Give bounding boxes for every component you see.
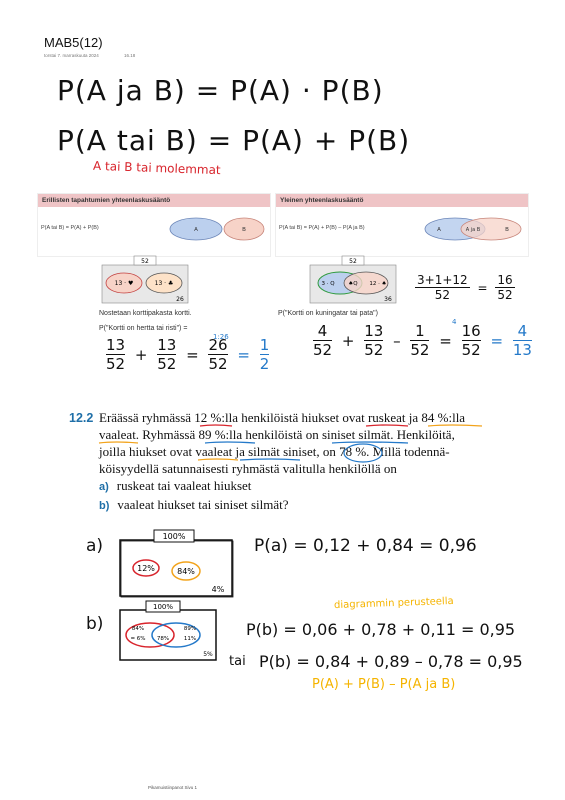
rule-box-title: Erillisten tapahtumien yhteenlaskusääntö (38, 194, 270, 207)
card-caption-left: Nostetaan korttipakasta kortti. (99, 310, 192, 317)
queen-or-spade-calc: 4 52 + 13 52 – 1 52 = 16 52 = 4 13 (313, 322, 532, 359)
rule-box-general: Yleinen yhteenlaskusääntö P(A tai B) = P… (275, 193, 529, 257)
solution-b-diagram: 100% 84% = 6% 89% 11% 78% 5% (119, 600, 217, 661)
underline-ruskeat (365, 424, 409, 427)
blonde-label: 84% (132, 626, 144, 632)
card-venn-right: 52 3 · Q ♠Q 12 · ♠ 36 (309, 255, 397, 304)
overlap-label: ♠Q (348, 281, 358, 287)
or-rule-formula: P(A tai B) = P(A) + P(B) (57, 124, 411, 157)
rest-label: 26 (176, 296, 184, 303)
disjoint-venn: A B (169, 217, 265, 241)
reduce-note-left: 1:26 (213, 333, 229, 341)
venn-b (223, 217, 265, 241)
underline-siniset (331, 441, 409, 444)
blonde-label: 84% (177, 567, 195, 576)
underline-vaaleat1 (98, 441, 139, 444)
blue-eyes-label: 89% (184, 626, 196, 632)
rule-box-title: Yleinen yhteenlaskusääntö (276, 194, 528, 207)
problem-line-4: köisyydellä satunnaisesti ryhmästä valit… (99, 461, 397, 476)
venn-a-label: A (194, 227, 198, 233)
blonde-set (125, 622, 175, 648)
general-venn: A A ja B B (424, 217, 522, 241)
problem-text: Eräässä ryhmässä 12 %:lla henkilöistä hi… (99, 409, 465, 515)
blue-eyes-only-label: 11% (184, 636, 196, 642)
total-label: 52 (141, 258, 149, 265)
venn-b-label: B (242, 227, 246, 233)
venn-b-label: B (505, 227, 509, 233)
solution-b-label: b) (86, 614, 104, 634)
sample-space (119, 609, 217, 661)
clubs-set (145, 272, 183, 294)
clubs-label: 13 · ♣ (155, 280, 174, 287)
rule-box-formula: P(A tai B) = P(A) + P(B) – P(A ja B) (279, 225, 365, 231)
item-a-label: a) (99, 481, 109, 493)
hearts-label: 13 · ♥ (115, 280, 134, 287)
item-b-text: vaaleat hiukset tai siniset silmät? (117, 497, 289, 512)
and-rule-formula: P(A ja B) = P(A) · P(B) (57, 74, 384, 107)
brown-set (132, 559, 160, 577)
solution-b-tai: tai (229, 654, 246, 669)
solution-a-label: a) (86, 536, 104, 556)
page-date: torstai 7. marraskuuta 2024 (44, 53, 99, 58)
underline-12 (199, 424, 233, 427)
page-title: MAB5(12) (44, 35, 103, 50)
rule-box-formula: P(A tai B) = P(A) + P(B) (41, 225, 99, 231)
hearts-or-clubs-calc: 13 52 + 13 52 = 26 52 = 1 2 (106, 336, 270, 373)
rest-label: 36 (384, 296, 392, 303)
spades-label: 12 · ♠ (369, 281, 386, 287)
circle-78 (343, 443, 383, 463)
underline-84 (427, 424, 483, 427)
underline-silmat (239, 458, 301, 461)
rest-label: 4% (212, 585, 225, 594)
red-note: A tai B tai molemmat (92, 158, 221, 178)
problem-line-1: Eräässä ryhmässä 12 %:lla henkilöistä hi… (99, 410, 466, 425)
venn-ab-label: A ja B (466, 227, 481, 233)
item-b-label: b) (99, 500, 110, 512)
problem-line-2: vaaleat. Ryhmässä 89 %:lla henkilöistä o… (99, 427, 455, 442)
hearts-set (105, 272, 143, 294)
total-label: 100% (153, 603, 173, 611)
venn-b (460, 217, 522, 241)
problem-number: 12.2 (69, 411, 94, 425)
card-question-right: P("Kortti on kuningatar tai pata") (278, 310, 378, 317)
overlap-label: 78% (157, 636, 169, 642)
blonde-only-label: = 6% (130, 636, 145, 642)
underline-89 (204, 441, 256, 444)
total-label: 100% (163, 532, 186, 541)
solution-a-equation: P(a) = 0,12 + 0,84 = 0,96 (254, 536, 477, 556)
solution-b-formula: P(A) + P(B) – P(A ja B) (312, 677, 456, 692)
page-time: 16.18 (124, 53, 136, 58)
rule-box-disjoint: Erillisten tapahtumien yhteenlaskusääntö… (37, 193, 271, 257)
venn-a (169, 217, 223, 241)
solution-a-diagram: 100% 12% 84% 4% (119, 529, 234, 598)
solution-b-equation-1: P(b) = 0,06 + 0,78 + 0,11 = 0,95 (246, 620, 516, 639)
card-venn-left: 52 13 · ♥ 13 · ♣ 26 (101, 255, 189, 304)
reduce-note-right: 4 (452, 318, 457, 326)
rest-label: 5% (203, 651, 213, 658)
footer-text: Pikamuistiinpanot Sivu 1 (148, 785, 198, 790)
solution-b-equation-2: P(b) = 0,84 + 0,89 – 0,78 = 0,95 (259, 652, 523, 671)
problem-item-a: a) ruskeat tai vaaleat hiukset (99, 477, 465, 496)
card-question-left: P("Kortti on hertta tai risti") = (99, 325, 188, 332)
problem-line-3: joilla hiukset ovat vaaleat ja silmät si… (99, 444, 450, 459)
diagram-note: diagrammin perusteella (333, 595, 454, 612)
spades-set (343, 271, 389, 295)
underline-vaaleat2 (197, 458, 239, 461)
blue-eyes-set (151, 622, 201, 648)
brown-label: 12% (137, 564, 155, 573)
problem-annotations (98, 424, 483, 463)
side-fraction: 3+1+12 52 = 16 52 (415, 273, 515, 302)
blonde-set (171, 561, 201, 581)
item-a-text: ruskeat tai vaaleat hiukset (116, 478, 252, 493)
total-label: 52 (349, 258, 357, 265)
venn-a-label: A (437, 227, 441, 233)
problem-item-b: b) vaaleat hiukset tai siniset silmät? (99, 496, 465, 515)
queens-label: 3 · Q (321, 281, 335, 287)
